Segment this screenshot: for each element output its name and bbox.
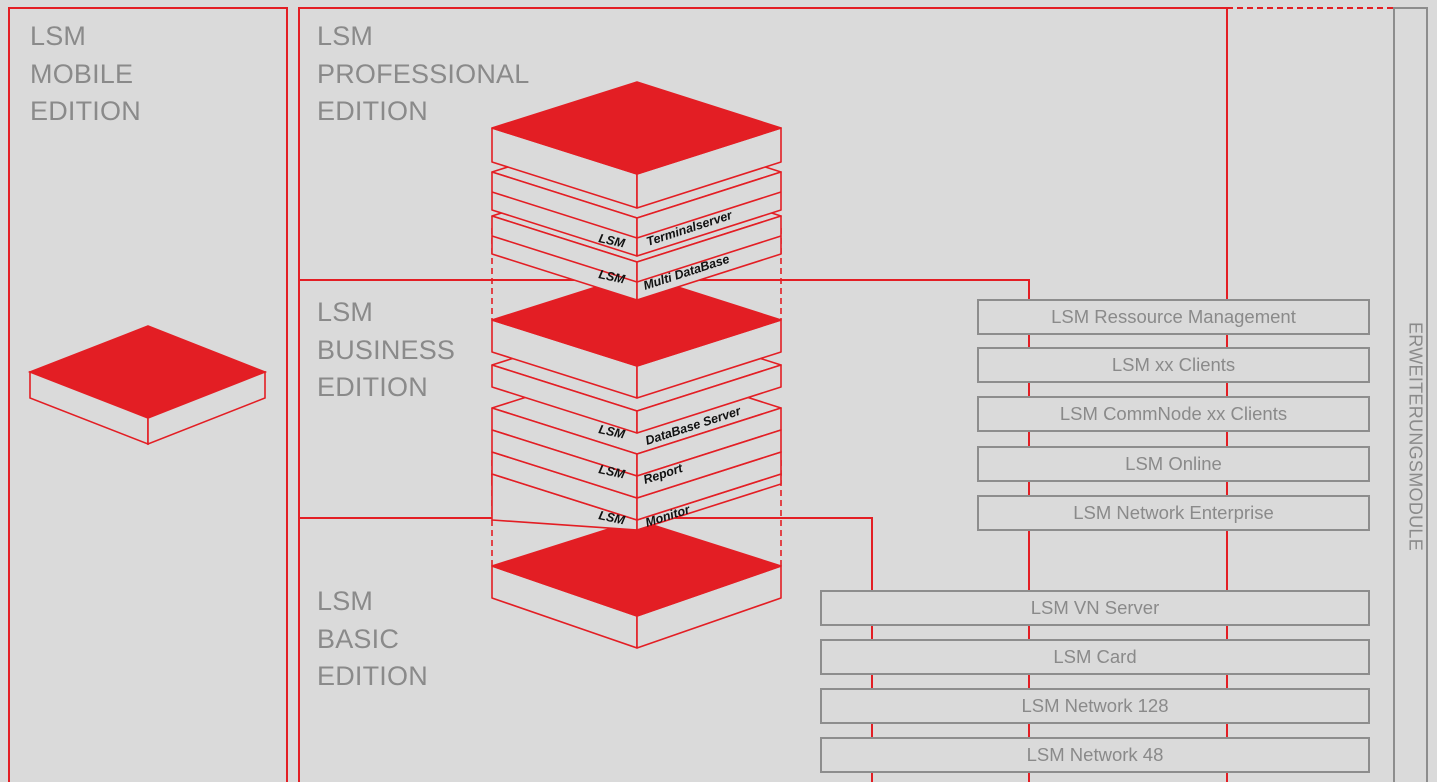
module-card: LSM Card xyxy=(820,639,1370,675)
multidatabase-prefix: LSM xyxy=(597,267,626,286)
module-ressource-management: LSM Ressource Management xyxy=(977,299,1370,335)
extension-modules-label-wrap: ERWEITERUNGSMODULE xyxy=(1395,296,1433,596)
business-edition-line-3: EDITION xyxy=(317,372,428,402)
basic-edition-label: LSM BASIC EDITION xyxy=(317,583,428,696)
professional-edition-frame xyxy=(298,7,1228,782)
module-commnode-xx-clients: LSM CommNode xx Clients xyxy=(977,396,1370,432)
business-edition-line-2: BUSINESS xyxy=(317,334,456,365)
professional-edition-line-2: PROFESSIONAL xyxy=(317,58,530,89)
databaseserver-prefix: LSM xyxy=(597,422,626,441)
module-network-enterprise: LSM Network Enterprise xyxy=(977,495,1370,531)
mobile-edition-line-3: EDITION xyxy=(30,96,141,126)
basic-edition-line-1: LSM xyxy=(317,586,374,616)
professional-edition-line-3: EDITION xyxy=(317,96,428,126)
professional-edition-label: LSM PROFESSIONAL EDITION xyxy=(317,18,529,131)
extension-modules-label: ERWEITERUNGSMODULE xyxy=(1405,321,1426,552)
professional-edition-line-1: LSM xyxy=(317,21,374,51)
extension-modules-frame xyxy=(1393,7,1428,782)
business-edition-line-1: LSM xyxy=(317,297,374,327)
mobile-edition-line-2: MOBILE xyxy=(30,58,134,89)
terminalserver-prefix: LSM xyxy=(597,231,626,250)
monitor-prefix: LSM xyxy=(597,508,626,527)
module-xx-clients: LSM xx Clients xyxy=(977,347,1370,383)
edition-stack xyxy=(491,81,782,649)
basic-edition-line-2: BASIC xyxy=(317,623,400,654)
module-online: LSM Online xyxy=(977,446,1370,482)
mobile-edition-label: LSM MOBILE EDITION xyxy=(30,18,141,131)
business-edition-label: LSM BUSINESS EDITION xyxy=(317,294,455,407)
module-network-128: LSM Network 128 xyxy=(820,688,1370,724)
mobile-edition-line-1: LSM xyxy=(30,21,87,51)
basic-edition-line-3: EDITION xyxy=(317,661,428,691)
mobile-slab xyxy=(27,325,268,446)
module-network-48: LSM Network 48 xyxy=(820,737,1370,773)
module-vn-server: LSM VN Server xyxy=(820,590,1370,626)
report-prefix: LSM xyxy=(597,462,626,481)
mobile-edition-frame xyxy=(8,7,288,782)
